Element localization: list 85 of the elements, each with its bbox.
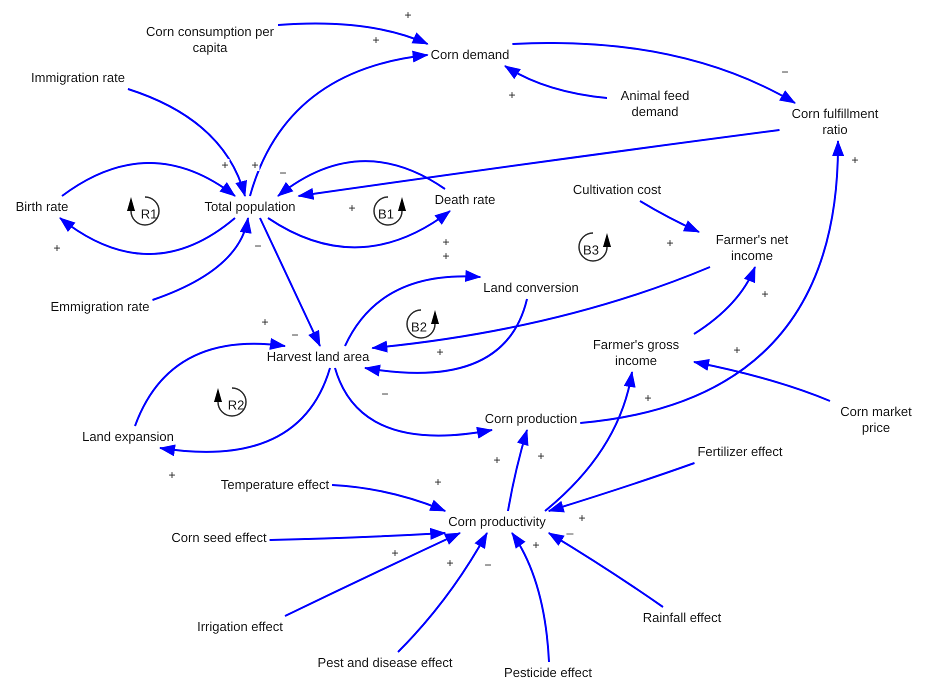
loop-label: R2 [228, 398, 244, 412]
causal-arrow [332, 484, 446, 512]
causal-arrow [278, 22, 429, 45]
polarity-sign: + [760, 288, 770, 300]
loop-label: B3 [583, 244, 599, 256]
polarity-sign: + [250, 159, 260, 171]
variable-label: Emmigration rate [50, 299, 150, 315]
polarity-sign: + [644, 392, 652, 404]
variable-label: Total population [204, 199, 296, 215]
causal-arrow [277, 160, 446, 197]
polarity-sign: + [446, 557, 454, 569]
loop-label: B1 [378, 208, 394, 220]
variable-label: Immigration rate [31, 70, 125, 86]
causal-arrow [504, 65, 608, 99]
causal-arrow [59, 217, 236, 255]
polarity-sign: + [220, 159, 230, 171]
causal-arrow [284, 532, 461, 617]
variable-label: Corn market price [826, 404, 926, 436]
causal-arrow [693, 359, 830, 402]
variable-label: Corn fulfillment ratio [782, 106, 888, 138]
polarity-sign: + [732, 344, 742, 356]
causal-arrow [507, 429, 529, 512]
causal-arrow [134, 338, 286, 426]
polarity-sign: + [850, 154, 860, 166]
causal-arrow [512, 42, 796, 104]
causal-arrow [544, 371, 636, 512]
polarity-sign: + [666, 237, 674, 249]
causal-arrow [128, 88, 246, 197]
variable-label: Death rate [434, 192, 496, 208]
variable-label: Harvest land area [266, 349, 370, 365]
polarity-sign: + [436, 346, 444, 358]
variable-label: Farmer's gross income [581, 337, 691, 369]
polarity-sign: + [442, 250, 450, 262]
causal-arrow [298, 129, 780, 200]
loop-label: B2 [411, 320, 427, 334]
variable-label: Corn consumption per capita [145, 24, 275, 56]
polarity-sign: + [536, 450, 546, 462]
polarity-sign: + [52, 242, 62, 254]
variable-label: Land conversion [483, 280, 579, 296]
polarity-sign: + [434, 476, 442, 488]
variable-label: Land expansion [82, 429, 174, 445]
polarity-sign: + [578, 512, 586, 524]
causal-arrow [548, 532, 664, 608]
variable-label: Corn demand [430, 47, 510, 63]
variable-label: Pest and disease effect [318, 655, 452, 671]
polarity-sign: + [442, 236, 450, 248]
variable-label: Animal feed demand [610, 88, 700, 120]
causal-arrow [397, 532, 488, 653]
causal-arrow [639, 200, 700, 233]
loop-label: R1 [140, 208, 158, 220]
causal-arrow [61, 162, 236, 197]
variable-label: Fertilizer effect [698, 444, 782, 460]
polarity-sign: + [532, 539, 540, 551]
causal-arrow [364, 298, 528, 376]
variable-label: Irrigation effect [197, 619, 283, 635]
polarity-sign: + [404, 9, 412, 21]
polarity-sign: + [260, 316, 270, 328]
causal-arrow [371, 266, 710, 352]
variable-label: Corn production [484, 411, 578, 427]
causal-arrow [693, 266, 756, 335]
variable-label: Corn seed effect [171, 530, 267, 546]
causal-arrow [159, 368, 331, 456]
causal-arrow [511, 532, 550, 662]
polarity-sign: + [492, 454, 502, 466]
polarity-sign: + [372, 34, 380, 46]
causal-arrow [249, 51, 429, 196]
causal-arrow [548, 462, 695, 512]
polarity-sign: + [508, 89, 516, 101]
causal-arrow [267, 210, 451, 248]
causal-arrow [270, 528, 446, 541]
variable-label: Corn productivity [448, 514, 546, 530]
variable-label: Temperature effect [220, 477, 330, 493]
causal-arrow [259, 218, 321, 347]
polarity-sign: + [168, 469, 176, 481]
variable-label: Pesticide effect [504, 665, 592, 681]
variable-label: Rainfall effect [642, 610, 722, 626]
causal-arrow [152, 217, 251, 301]
variable-label: Farmer's net income [702, 232, 802, 264]
causal-arrow [344, 270, 482, 346]
causal-arrow [334, 368, 493, 438]
polarity-sign: + [348, 202, 356, 214]
polarity-sign: + [390, 547, 400, 559]
variable-label: Birth rate [16, 199, 68, 215]
variable-label: Cultivation cost [572, 182, 662, 198]
causal-arrow [580, 140, 844, 424]
